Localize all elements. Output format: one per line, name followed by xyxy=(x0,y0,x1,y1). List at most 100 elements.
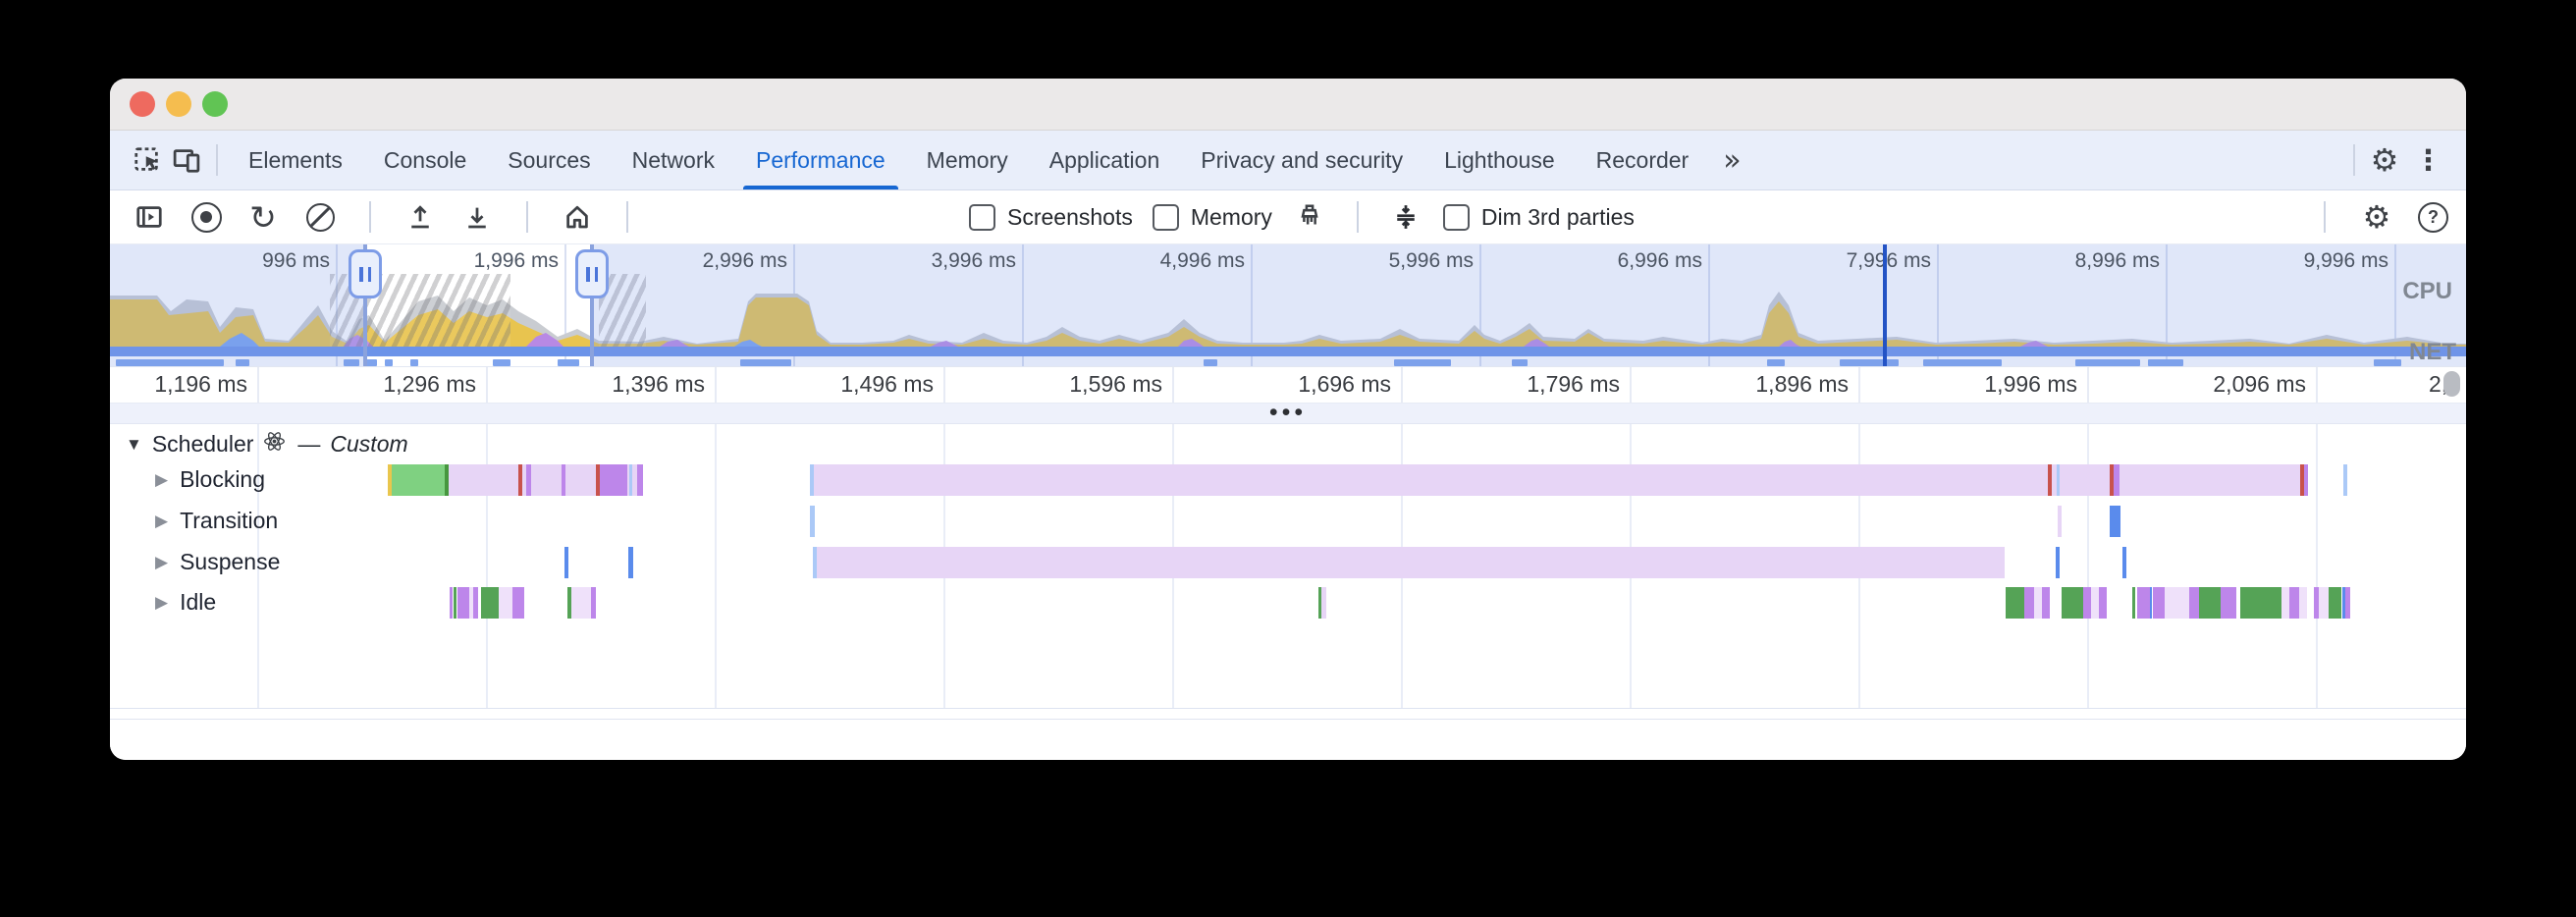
collapse-arrow-icon[interactable]: ▼ xyxy=(126,434,142,454)
flame-segment[interactable] xyxy=(2289,587,2299,619)
tab-recorder[interactable]: Recorder xyxy=(1595,146,1690,173)
dim-3rd-parties-checkbox[interactable] xyxy=(1442,203,1470,231)
flame-segment[interactable] xyxy=(2110,506,2120,537)
flame-segment[interactable] xyxy=(2221,587,2236,619)
flame-segment[interactable] xyxy=(1321,587,1326,619)
flame-segment[interactable] xyxy=(481,587,499,619)
flame-segment[interactable] xyxy=(2342,587,2345,619)
flame-segment[interactable] xyxy=(2281,587,2289,619)
tab-memory[interactable]: Memory xyxy=(926,146,1008,173)
flame-segment[interactable] xyxy=(2122,547,2126,578)
tab-elements[interactable]: Elements xyxy=(248,146,343,173)
selection-handle-left[interactable] xyxy=(348,244,383,366)
expand-arrow-icon[interactable]: ▶ xyxy=(155,469,169,489)
flame-segment[interactable] xyxy=(813,547,817,578)
flame-segment[interactable] xyxy=(450,587,453,619)
flame-segment[interactable] xyxy=(2083,587,2091,619)
flame-segment[interactable] xyxy=(473,587,478,619)
tab-performance[interactable]: Performance xyxy=(735,131,906,189)
flame-segment[interactable] xyxy=(628,547,633,578)
close-window-button[interactable] xyxy=(130,91,155,117)
flame-segment[interactable] xyxy=(633,464,636,496)
flame-segment[interactable] xyxy=(2034,587,2042,619)
flame-segment[interactable] xyxy=(2062,587,2083,619)
panel-resize-handle[interactable]: ••• xyxy=(110,399,2466,426)
flame-segment[interactable] xyxy=(512,587,524,619)
flame-segment[interactable] xyxy=(526,464,531,496)
expand-arrow-icon[interactable]: ▶ xyxy=(155,592,169,612)
flame-segment[interactable] xyxy=(499,587,512,619)
inspect-element-icon[interactable] xyxy=(128,140,167,180)
flame-segment[interactable] xyxy=(2024,587,2034,619)
home-live-metrics-icon[interactable] xyxy=(560,199,595,235)
flame-segment[interactable] xyxy=(2150,587,2152,619)
flame-segment[interactable] xyxy=(2314,587,2319,619)
flame-segment[interactable] xyxy=(1318,587,1321,619)
flame-segment[interactable] xyxy=(596,464,600,496)
minimize-window-button[interactable] xyxy=(166,91,191,117)
download-profile-icon[interactable] xyxy=(459,199,495,235)
flame-segment[interactable] xyxy=(810,464,814,496)
flame-segment[interactable] xyxy=(567,587,571,619)
flame-segment[interactable] xyxy=(2240,587,2281,619)
dim-3rd-parties-label[interactable]: Dim 3rd parties xyxy=(1480,203,1635,230)
flame-segment[interactable] xyxy=(2304,464,2308,496)
track-row-suspense[interactable]: ▶Suspense xyxy=(155,549,280,575)
flame-segment[interactable] xyxy=(2319,587,2329,619)
tab-application[interactable]: Application xyxy=(1048,146,1160,173)
collect-garbage-icon[interactable] xyxy=(1292,199,1327,235)
tab-privacy-and-security[interactable]: Privacy and security xyxy=(1201,146,1404,173)
device-toolbar-icon[interactable] xyxy=(167,140,206,180)
tab-console[interactable]: Console xyxy=(383,146,467,173)
flame-segment[interactable] xyxy=(2091,587,2099,619)
flame-segment[interactable] xyxy=(814,464,2308,496)
flame-segment[interactable] xyxy=(2099,587,2107,619)
zoom-window-button[interactable] xyxy=(202,91,228,117)
memory-checkbox[interactable] xyxy=(1152,203,1179,231)
tab-lighthouse[interactable]: Lighthouse xyxy=(1444,146,1555,173)
more-tabs-icon[interactable]: » xyxy=(1723,142,1742,178)
flame-segment[interactable] xyxy=(2343,464,2347,496)
clear-recording-button[interactable] xyxy=(302,199,338,235)
screenshots-checkbox[interactable] xyxy=(969,203,995,231)
flame-segment[interactable] xyxy=(571,587,591,619)
memory-label[interactable]: Memory xyxy=(1190,203,1272,230)
flame-segment[interactable] xyxy=(518,464,522,496)
help-icon[interactable]: ? xyxy=(2418,201,2448,233)
record-button[interactable] xyxy=(188,199,224,235)
playhead-cursor[interactable] xyxy=(1883,244,1887,366)
track-row-blocking[interactable]: ▶Blocking xyxy=(155,466,265,493)
flame-segment[interactable] xyxy=(445,464,449,496)
flame-segment[interactable] xyxy=(2137,587,2150,619)
flame-segment[interactable] xyxy=(2058,506,2062,537)
flame-segment[interactable] xyxy=(600,464,627,496)
screenshots-label[interactable]: Screenshots xyxy=(1007,203,1133,230)
flame-segment[interactable] xyxy=(2345,587,2350,619)
flame-segment[interactable] xyxy=(2153,587,2165,619)
flame-segment[interactable] xyxy=(457,587,469,619)
flame-segment[interactable] xyxy=(2114,464,2120,496)
record-and-reload-button[interactable]: ↻ xyxy=(249,197,277,237)
settings-gear-icon[interactable]: ⚙ xyxy=(2370,141,2399,179)
flamechart-area[interactable]: ▼ Scheduler — Custom ▶Blocking▶Transiti xyxy=(110,424,2466,720)
flame-segment[interactable] xyxy=(469,587,473,619)
flame-segment[interactable] xyxy=(388,464,392,496)
flame-segment[interactable] xyxy=(2329,587,2341,619)
flame-segment[interactable] xyxy=(2006,587,2024,619)
flame-segment[interactable] xyxy=(2048,464,2052,496)
flame-segment[interactable] xyxy=(2110,464,2114,496)
flame-segment[interactable] xyxy=(2056,547,2060,578)
flame-segment[interactable] xyxy=(2199,587,2221,619)
expand-arrow-icon[interactable]: ▶ xyxy=(155,552,169,571)
flame-segment[interactable] xyxy=(2165,587,2189,619)
tab-network[interactable]: Network xyxy=(631,146,715,173)
tab-sources[interactable]: Sources xyxy=(508,146,591,173)
track-scheduler-header[interactable]: ▼ Scheduler — Custom xyxy=(126,430,408,458)
collapse-rows-icon[interactable] xyxy=(1388,199,1423,235)
flame-segment[interactable] xyxy=(591,587,596,619)
flame-segment[interactable] xyxy=(564,547,568,578)
flame-segment[interactable] xyxy=(817,547,2005,578)
track-row-idle[interactable]: ▶Idle xyxy=(155,589,216,616)
vertical-scrollbar-thumb[interactable] xyxy=(2443,371,2460,397)
